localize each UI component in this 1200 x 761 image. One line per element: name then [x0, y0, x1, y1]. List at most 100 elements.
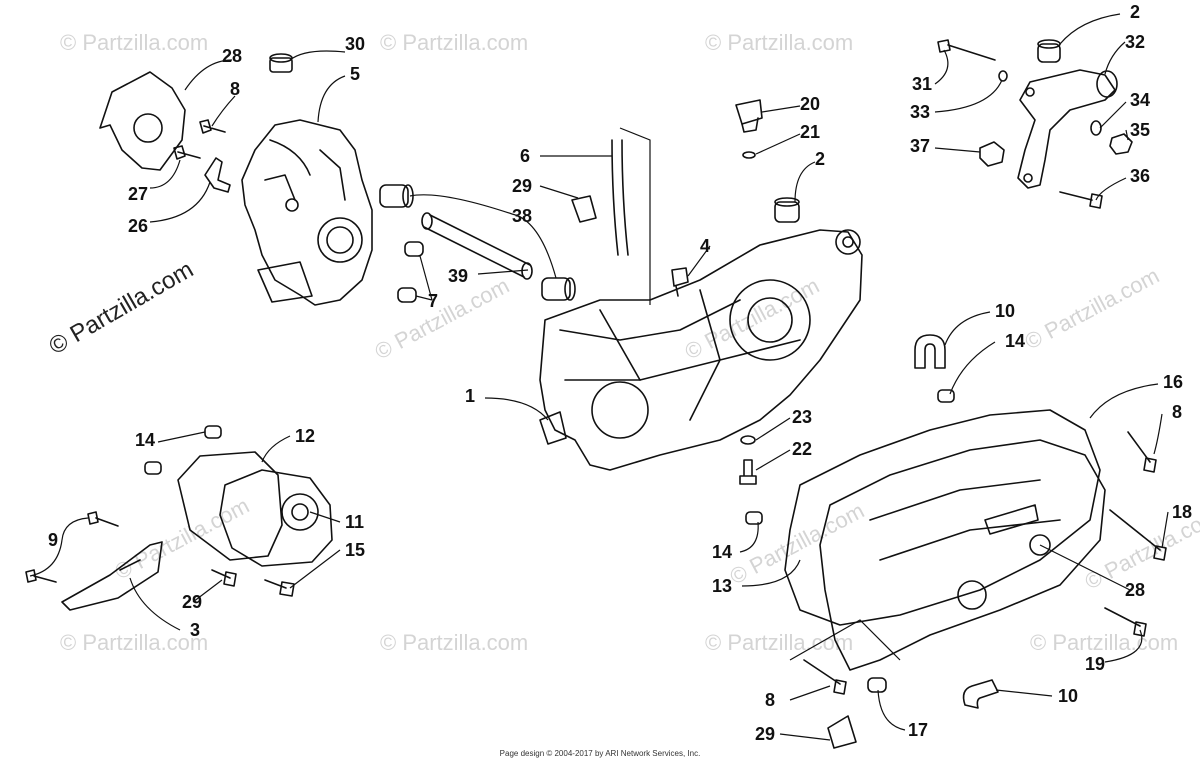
part-3-bracket	[61, 541, 163, 611]
part-20-plug	[735, 99, 763, 133]
part-14-dowel-4	[745, 511, 763, 525]
callout-26: 28	[222, 46, 242, 66]
part-6-tube	[611, 139, 629, 256]
watermark-text: © Partzilla.com	[371, 273, 514, 365]
callout-14-right: 14	[1005, 331, 1025, 351]
part-22-bolt	[739, 459, 757, 485]
callout-23: 23	[792, 407, 812, 427]
callout-3: 3	[190, 620, 200, 640]
watermark-text: © Partzilla.com	[380, 630, 528, 655]
callout-21: 21	[800, 122, 820, 142]
callout-37: 37	[910, 136, 930, 156]
callout-2: 2	[815, 149, 825, 169]
callout-10-lower: 10	[1058, 686, 1078, 706]
watermark-text: © Partzilla.com	[60, 30, 208, 55]
part-14-dowel	[204, 425, 222, 439]
callout-31: 31	[912, 74, 932, 94]
part-15-bolt	[264, 579, 295, 597]
part-2-bushing-top	[1037, 39, 1061, 63]
part-2-bushing	[774, 197, 800, 223]
callout-9: 9	[48, 530, 58, 550]
callout-18: 18	[1172, 502, 1192, 522]
part-17-dowel	[867, 677, 887, 693]
part-13-cover	[819, 439, 1106, 671]
part-14-dowel-3	[937, 389, 955, 403]
part-14-dowel-2	[144, 461, 162, 475]
part-32-mount-bracket	[1017, 69, 1118, 189]
part-8-bolt	[199, 119, 226, 134]
part-5-crankcase-left	[241, 119, 373, 306]
part-37-nut	[979, 141, 1005, 167]
callout-12: 12	[295, 426, 315, 446]
callout-8-right: 8	[1172, 402, 1182, 422]
callout-16: 16	[1163, 372, 1183, 392]
part-35-nut	[1109, 133, 1133, 155]
watermark-text-dark: © Partzilla.com	[45, 256, 199, 360]
part-7-dowel-2	[397, 287, 417, 303]
callout-14: 14	[135, 430, 155, 450]
part-38-bushing-2	[541, 277, 576, 301]
callout-24: 26	[128, 216, 148, 236]
callout-17: 17	[908, 720, 928, 740]
callout-35: 35	[1130, 120, 1150, 140]
watermark-text: © Partzilla.com	[111, 493, 254, 585]
callout-8-lower: 8	[765, 690, 775, 710]
callout-2-top: 2	[1130, 2, 1140, 22]
part-4-fitting	[671, 267, 689, 297]
part-10-clamp-2	[962, 679, 999, 709]
part-8-bolt-3	[1127, 431, 1157, 473]
callout-39: 39	[448, 266, 468, 286]
watermark-text: © Partzilla.com	[705, 30, 853, 55]
watermark-text: © Partzilla.com	[726, 498, 869, 590]
callout-28: 28	[1125, 580, 1145, 600]
callout-6: 6	[520, 146, 530, 166]
part-1-crankcase-main	[539, 229, 863, 471]
watermark-text: © Partzilla.com	[380, 30, 528, 55]
watermark-text: © Partzilla.com	[1030, 630, 1178, 655]
callout-4: 4	[700, 236, 710, 256]
part-9-bolt-2	[25, 569, 57, 583]
callout-25: 27	[128, 184, 148, 204]
part-38-bushing	[379, 184, 414, 208]
callout-14-lower: 14	[712, 542, 732, 562]
callout-numbers: 28 8 27 26 30 5 6 29 38 39 7 1 20 21 2 4…	[48, 2, 1192, 744]
part-25-bolt	[173, 145, 201, 160]
leader-lines	[29, 13, 1169, 741]
callout-10: 10	[995, 301, 1015, 321]
callout-22: 22	[792, 439, 812, 459]
part-8-bolt-2	[803, 659, 847, 695]
part-7-dowel	[404, 241, 424, 257]
part-39-pin	[421, 212, 533, 280]
part-36-bolt	[1059, 191, 1103, 209]
callout-7: 7	[428, 291, 438, 311]
watermark-text: © Partzilla.com	[1021, 263, 1164, 355]
page-footer: Page design © 2004-2017 by ARI Network S…	[499, 749, 701, 758]
part-34-washer	[1090, 120, 1102, 136]
callout-1: 1	[465, 386, 475, 406]
part-27-bolt	[211, 569, 237, 587]
callout-38: 38	[512, 206, 532, 226]
callout-29: 29	[512, 176, 532, 196]
part-16-gasket	[784, 409, 1101, 626]
part-21-washer	[742, 151, 756, 159]
watermark-text: © Partzilla.com	[60, 630, 208, 655]
callout-19: 19	[1085, 654, 1105, 674]
callout-30: 30	[345, 34, 365, 54]
part-29-clip-2	[827, 715, 857, 749]
watermark-text: © Partzilla.com	[705, 630, 853, 655]
callout-15: 15	[345, 540, 365, 560]
callout-34: 34	[1130, 90, 1150, 110]
part-30-cap	[269, 53, 293, 73]
part-31-bolt	[937, 39, 996, 61]
callout-36: 36	[1130, 166, 1150, 186]
watermarks: © Partzilla.com © Partzilla.com © Partzi…	[45, 30, 1200, 655]
callout-20: 20	[800, 94, 820, 114]
callout-32: 32	[1125, 32, 1145, 52]
part-26-gasket-plate	[99, 71, 186, 171]
part-11-cover	[219, 469, 333, 567]
callout-8: 8	[230, 79, 240, 99]
callout-11: 11	[345, 512, 364, 532]
part-29-clip	[571, 195, 597, 223]
